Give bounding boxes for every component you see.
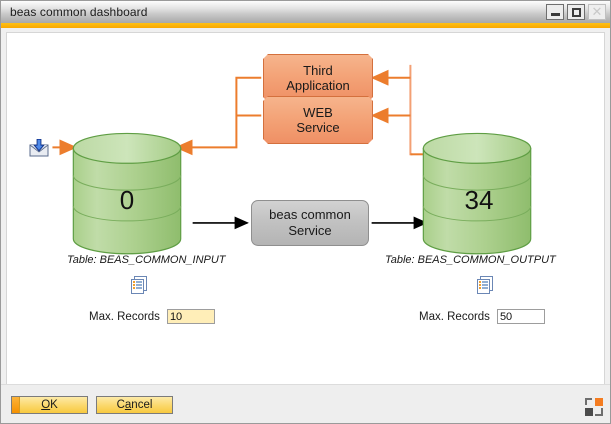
diagram-connectors: [52, 64, 532, 255]
output-max-records-field[interactable]: [496, 309, 545, 324]
cancel-button-label: Cancel: [116, 399, 153, 411]
title-accent-bar: [1, 23, 610, 28]
node-web-service[interactable]: WEB Service: [263, 96, 373, 144]
output-document-list-icon[interactable]: [477, 276, 494, 294]
minimize-icon: [550, 13, 560, 16]
node-beas-common-service[interactable]: beas common Service: [251, 200, 369, 246]
input-max-records-field[interactable]: [166, 309, 215, 324]
output-record-count: 34: [464, 185, 494, 215]
resize-grip-icon[interactable]: [584, 397, 604, 417]
maximize-icon: [571, 7, 581, 17]
default-button-accent: [12, 397, 20, 413]
window-controls: ✕: [546, 4, 610, 20]
third-application-line1: Third: [303, 63, 333, 78]
import-icon[interactable]: [29, 139, 49, 157]
output-max-records-label: Max. Records: [419, 310, 490, 323]
close-button: ✕: [588, 4, 606, 20]
cancel-button[interactable]: Cancel: [96, 396, 173, 414]
input-record-count: 0: [119, 185, 135, 215]
diagram-canvas: Third Application WEB Service beas commo…: [6, 32, 605, 385]
input-max-records-row: Max. Records: [89, 309, 215, 324]
input-table-label: Table: BEAS_COMMON_INPUT: [67, 254, 226, 266]
dialog-footer: OK Cancel: [1, 384, 610, 423]
maximize-button[interactable]: [567, 4, 585, 20]
input-document-list-icon[interactable]: [131, 276, 148, 294]
output-table-label: Table: BEAS_COMMON_OUTPUT: [385, 254, 556, 266]
ok-button-label: OK: [41, 399, 58, 411]
service-line2: Service: [288, 223, 332, 238]
third-application-line2: Application: [286, 78, 350, 93]
ok-button[interactable]: OK: [11, 396, 88, 414]
minimize-button[interactable]: [546, 4, 564, 20]
output-db-cylinder: [422, 132, 532, 255]
input-max-records-label: Max. Records: [89, 310, 160, 323]
node-third-application[interactable]: Third Application: [263, 54, 373, 102]
title-bar: beas common dashboard ✕: [1, 1, 610, 24]
web-service-line1: WEB: [303, 105, 333, 120]
output-max-records-row: Max. Records: [419, 309, 545, 324]
close-icon: ✕: [591, 4, 603, 20]
web-service-line2: Service: [296, 120, 340, 135]
service-line1: beas common: [269, 207, 351, 222]
window-title: beas common dashboard: [10, 5, 148, 19]
input-db-cylinder: [72, 132, 182, 255]
